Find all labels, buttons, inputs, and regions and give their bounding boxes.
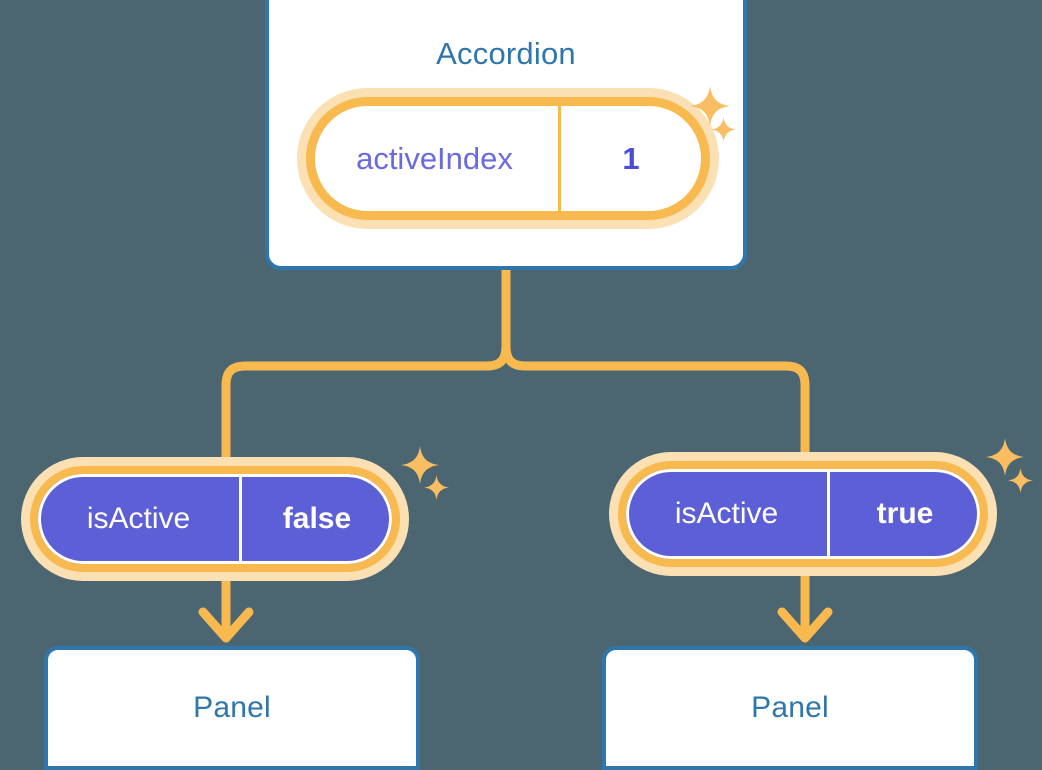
state-pill-body: activeIndex 1 [306,97,710,220]
state-key-label: isActive [38,474,242,564]
panel-card-title: Panel [751,691,829,724]
state-pill-body: isActive true [618,461,988,567]
connector-tree-root-to-children [221,265,511,477]
sparkle-large-icon [986,438,1024,476]
state-key-label: isActive [626,469,830,559]
connector-tree-root-to-children-right [501,341,810,473]
panel-component-card-right[interactable]: Panel [602,646,978,770]
state-pill-is-active-right[interactable]: isActive true [618,461,988,567]
sparkle-large-icon [401,446,439,484]
state-key-label: activeIndex [315,106,561,211]
arrow-left-pill-to-panel [198,573,254,643]
panel-component-card-left[interactable]: Panel [44,646,420,770]
state-pill-active-index[interactable]: activeIndex 1 [306,97,710,220]
state-pill-is-active-left[interactable]: isActive false [30,466,400,572]
state-value-label: false [282,502,352,535]
state-value-label: 1 [622,140,640,176]
accordion-card-title: Accordion [436,36,576,71]
panel-card-title: Panel [193,691,271,724]
state-value-label: true [876,497,934,530]
sparkle-small-icon [1008,468,1033,493]
sparkle-small-icon [424,475,449,500]
arrow-right-pill-to-panel [777,569,833,643]
state-pill-body: isActive false [30,466,400,572]
